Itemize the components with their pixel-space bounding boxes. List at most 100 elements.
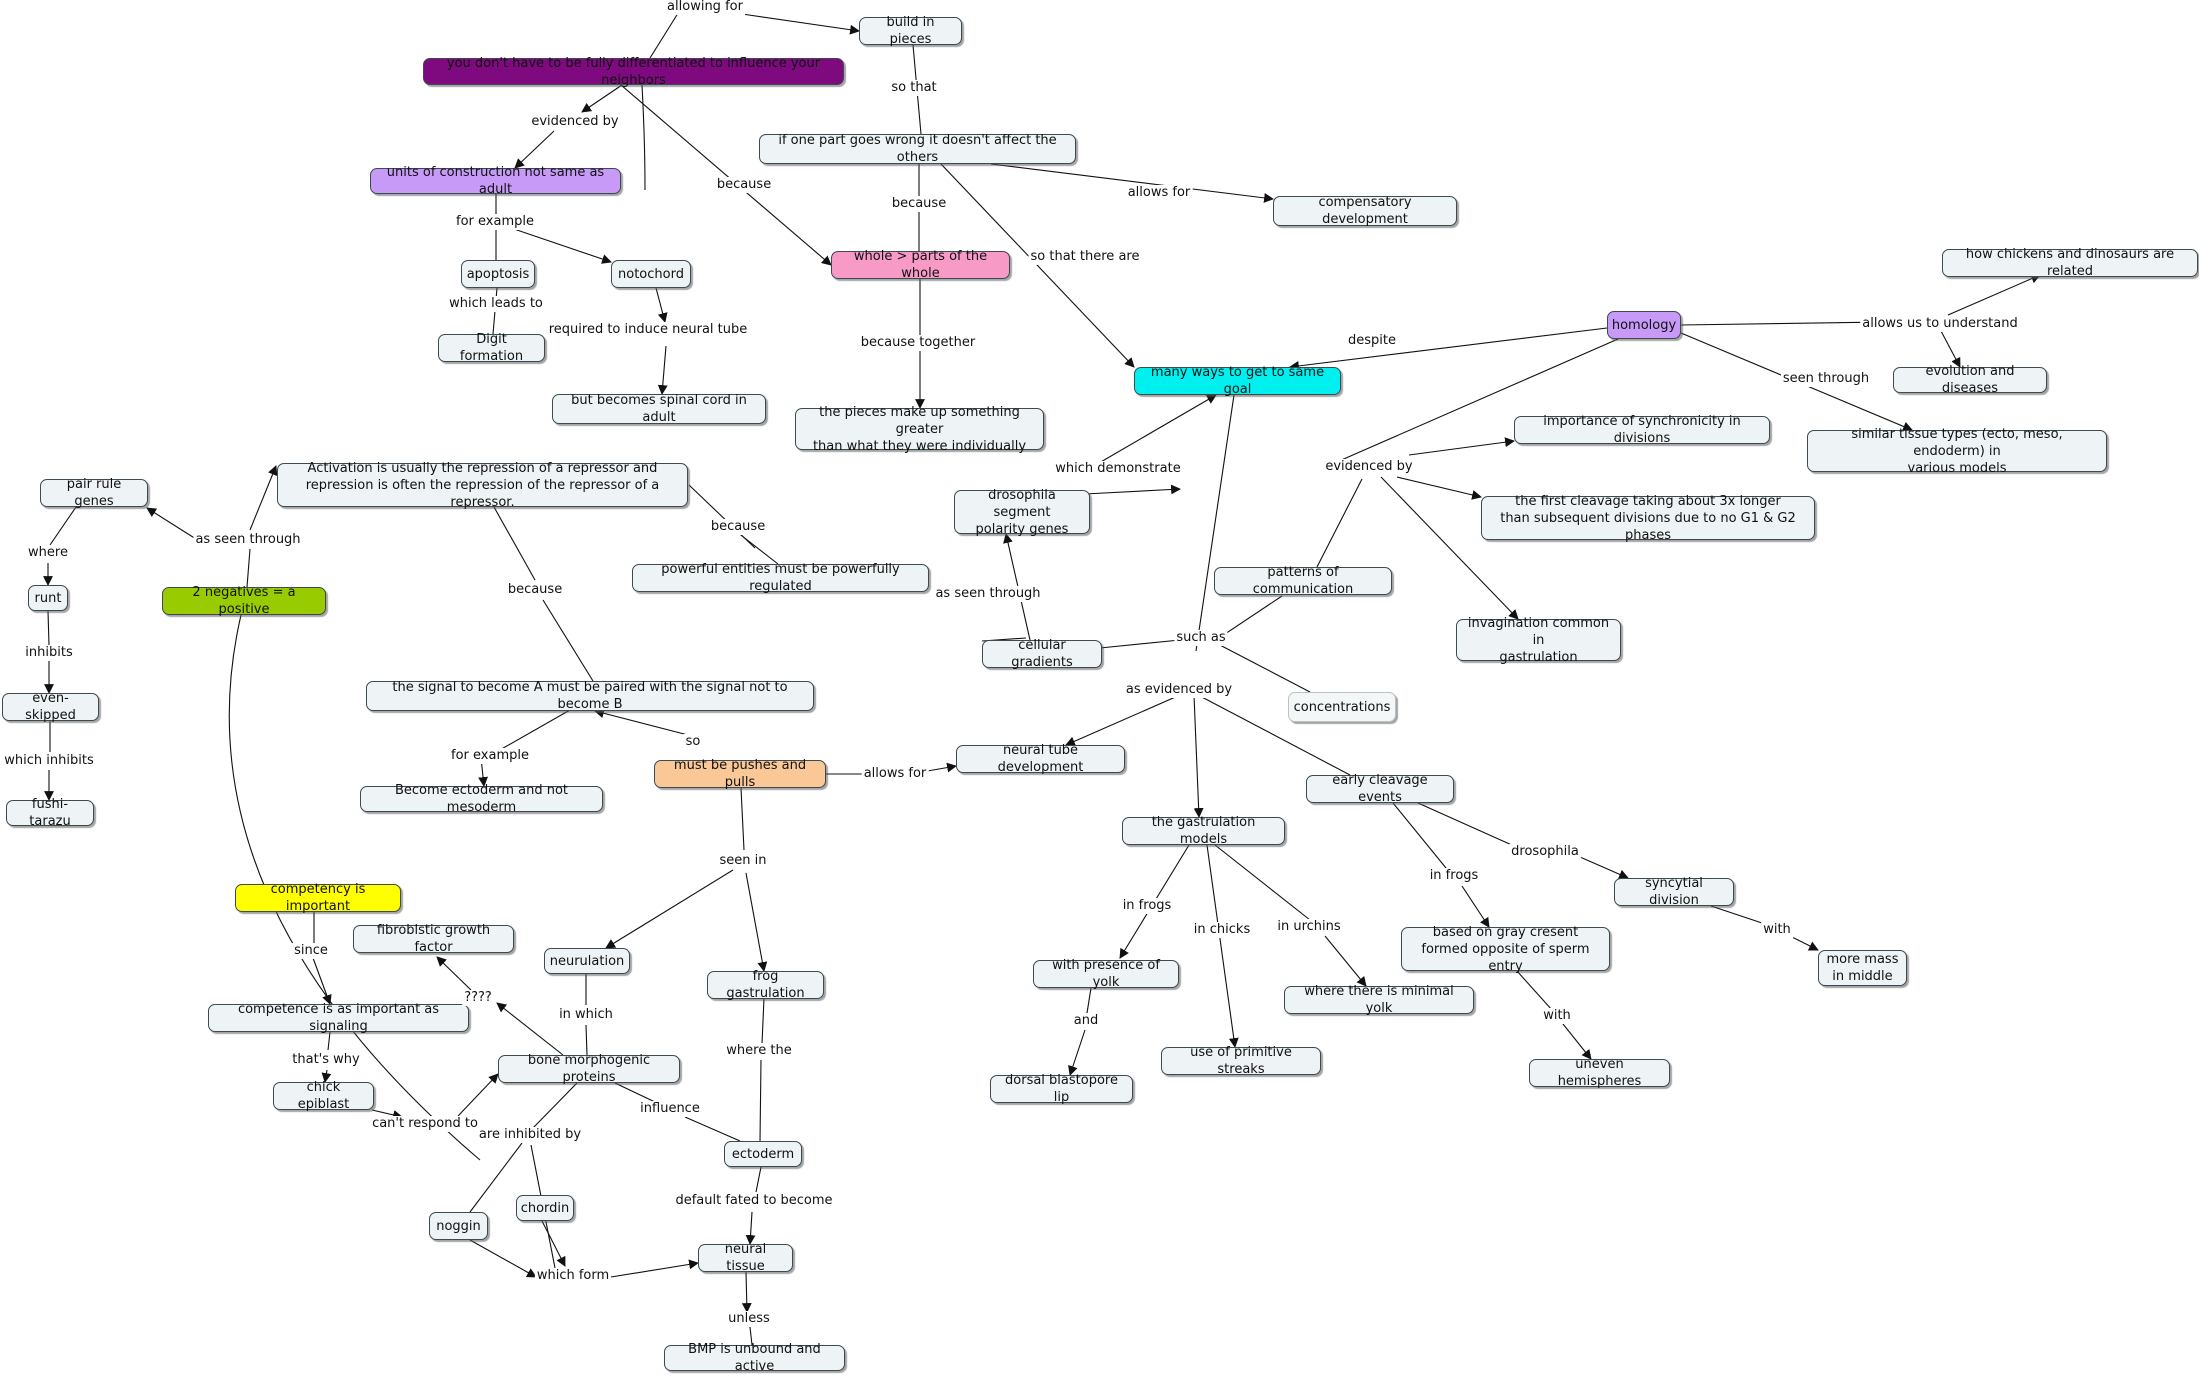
concept-node-compensatory[interactable]: compensatory development xyxy=(1273,195,1457,227)
link-label-seen-through: seen through xyxy=(1780,371,1872,387)
connector-88 xyxy=(1214,844,1311,921)
connector-94 xyxy=(1417,802,1515,847)
concept-node-chordin[interactable]: chordin xyxy=(516,1195,574,1221)
connector-96 xyxy=(1710,905,1763,924)
concept-node-pieces-make[interactable]: the pieces make up something greater tha… xyxy=(795,405,1044,454)
link-label-inhibits: inhibits xyxy=(23,645,75,661)
link-label-thats-why: that's why xyxy=(290,1052,362,1068)
concept-node-gray-crescent[interactable]: based on gray cresent formed opposite of… xyxy=(1401,925,1610,974)
link-label-in-which: in which xyxy=(557,1007,615,1023)
concept-node-syncytial[interactable]: syncytial division xyxy=(1614,876,1734,908)
concept-node-spinal[interactable]: but becomes spinal cord in adult xyxy=(552,393,766,425)
concept-node-ectoderm-not[interactable]: Become ectoderm and not mesoderm xyxy=(360,783,603,815)
concept-node-runt[interactable]: runt xyxy=(28,585,68,611)
concept-node-activation[interactable]: Activation is usually the repression of … xyxy=(277,461,688,510)
concept-node-ectoderm[interactable]: ectoderm xyxy=(724,1141,802,1167)
connector-69 xyxy=(585,1024,588,1056)
concept-node-neural-tissue[interactable]: neural tissue xyxy=(698,1242,793,1274)
link-label-because-together: because together xyxy=(858,335,978,351)
concept-node-cell-grad[interactable]: cellular gradients xyxy=(982,638,1102,670)
connector-79 xyxy=(610,1259,699,1278)
concept-node-streaks[interactable]: use of primitive streaks xyxy=(1161,1045,1321,1077)
concept-node-competence-sig[interactable]: competence is as important as signaling xyxy=(208,1002,469,1034)
concept-node-yolk[interactable]: with presence of yolk xyxy=(1033,958,1179,990)
concept-node-gast-models[interactable]: the gastrulation models xyxy=(1122,815,1285,847)
connector-87 xyxy=(1206,844,1239,1048)
concept-node-pushes[interactable]: must be pushes and pulls xyxy=(654,758,826,790)
link-label-allows-understand: allows us to understand xyxy=(1860,316,2020,332)
connector-8 xyxy=(620,84,832,266)
link-label-with2: with xyxy=(1761,922,1793,938)
concept-node-many-ways[interactable]: many ways to get to same goal xyxy=(1134,365,1341,397)
link-label-because-one: because xyxy=(889,196,949,212)
link-label-for-example1: for example xyxy=(454,214,536,230)
concept-node-early-cleavage[interactable]: early cleavage events xyxy=(1306,773,1454,805)
concept-node-concentrations[interactable]: concentrations xyxy=(1288,692,1396,722)
link-label-cant-respond: can't respond to xyxy=(370,1116,480,1132)
concept-node-fully-diff[interactable]: you don't have to be fully differentiate… xyxy=(423,56,844,88)
connector-14 xyxy=(657,345,668,395)
concept-node-units[interactable]: units of construction not same as adult xyxy=(370,165,621,197)
connector-33 xyxy=(1195,394,1235,652)
concept-node-first-cleavage[interactable]: the first cleavage taking about 3x longe… xyxy=(1481,494,1815,543)
link-label-evidenced-by2: evidenced by xyxy=(1323,459,1415,475)
concept-node-whole[interactable]: whole > parts of the whole xyxy=(831,249,1010,281)
link-label-in-frogs2: in frogs xyxy=(1427,868,1481,884)
connector-49 xyxy=(493,506,536,581)
connector-77 xyxy=(541,1220,566,1267)
concept-node-neural-tube-dev[interactable]: neural tube development xyxy=(956,743,1125,775)
concept-node-noggin[interactable]: noggin xyxy=(429,1212,488,1240)
connector-81 xyxy=(745,1211,756,1245)
concept-node-bmp-unbound[interactable]: BMP is unbound and active xyxy=(664,1342,845,1374)
concept-node-sync[interactable]: importance of synchronicity in divisions xyxy=(1514,414,1770,446)
concept-node-build-pieces[interactable]: build in pieces xyxy=(859,15,962,47)
concept-node-chick-epi[interactable]: chick epiblast xyxy=(273,1080,374,1112)
concept-node-notochord[interactable]: notochord xyxy=(611,260,691,288)
concept-node-frog-gast[interactable]: frog gastrulation xyxy=(707,969,824,1001)
concept-node-fushi[interactable]: fushi-tarazu xyxy=(6,797,94,829)
concept-node-one-part[interactable]: if one part goes wrong it doesn't affect… xyxy=(759,133,1076,165)
connector-27 xyxy=(1084,484,1181,495)
concept-node-fgf[interactable]: fibroblstic growth factor xyxy=(353,923,514,955)
connector-24 xyxy=(1380,476,1519,620)
connector-71 xyxy=(759,1059,762,1142)
link-label-which-form: which form xyxy=(534,1268,612,1284)
concept-node-homology[interactable]: homology xyxy=(1607,311,1681,339)
link-label-for-example2: for example xyxy=(449,748,531,764)
concept-node-drosophila-seg[interactable]: drosophila segment polarity genes xyxy=(954,488,1090,537)
concept-node-pair-rule[interactable]: pair rule genes xyxy=(40,477,148,509)
link-label-allows-for1: allows for xyxy=(1125,185,1193,201)
concept-node-neurulation[interactable]: neurulation xyxy=(544,948,630,974)
concept-node-patterns[interactable]: patterns of communication xyxy=(1214,565,1392,597)
concept-node-bmp[interactable]: bone morphogenic proteins xyxy=(498,1053,680,1085)
concept-node-chickens[interactable]: how chickens and dinosaurs are related xyxy=(1942,247,2198,279)
concept-node-two-neg[interactable]: 2 negatives = a positive xyxy=(162,585,326,617)
concept-node-digit[interactable]: Digit formation xyxy=(438,332,545,364)
concept-node-invagination[interactable]: invagination common in gastrulation xyxy=(1456,616,1621,665)
connector-13 xyxy=(655,287,668,323)
link-label-which-leads: which leads to xyxy=(447,296,545,312)
concept-node-signal[interactable]: the signal to become A must be paired wi… xyxy=(366,680,814,712)
link-label-where1: where xyxy=(26,545,70,561)
concept-node-dorsal[interactable]: dorsal blastopore lip xyxy=(990,1073,1133,1105)
concept-node-uneven[interactable]: uneven hemispheres xyxy=(1529,1057,1670,1089)
concept-node-more-mass[interactable]: more mass in middle xyxy=(1818,950,1907,986)
connector-66 xyxy=(496,1002,564,1056)
connector-86 xyxy=(1068,1029,1086,1076)
connector-3 xyxy=(990,163,1274,203)
concept-node-minimal-yolk[interactable]: where there is minimal yolk xyxy=(1284,984,1474,1016)
concept-node-evolution[interactable]: evolution and diseases xyxy=(1893,364,2047,396)
connector-64 xyxy=(371,1109,403,1120)
link-label-in-urchins: in urchins xyxy=(1275,919,1343,935)
connector-37 xyxy=(49,506,77,546)
connector-32 xyxy=(1215,642,1311,693)
concept-node-competency[interactable]: competency is important xyxy=(235,882,401,914)
concept-node-even-skipped[interactable]: even-skipped xyxy=(2,691,99,723)
connector-85 xyxy=(1086,987,1092,1014)
link-label-so-that1: so that xyxy=(889,80,939,96)
connector-7 xyxy=(514,130,555,169)
concept-node-apoptosis[interactable]: apoptosis xyxy=(461,260,535,288)
connector-57 xyxy=(740,787,745,851)
concept-node-powerful[interactable]: powerful entities must be powerfully reg… xyxy=(632,562,929,594)
concept-node-similar-tissue[interactable]: similar tissue types (ecto, meso, endode… xyxy=(1807,427,2107,476)
